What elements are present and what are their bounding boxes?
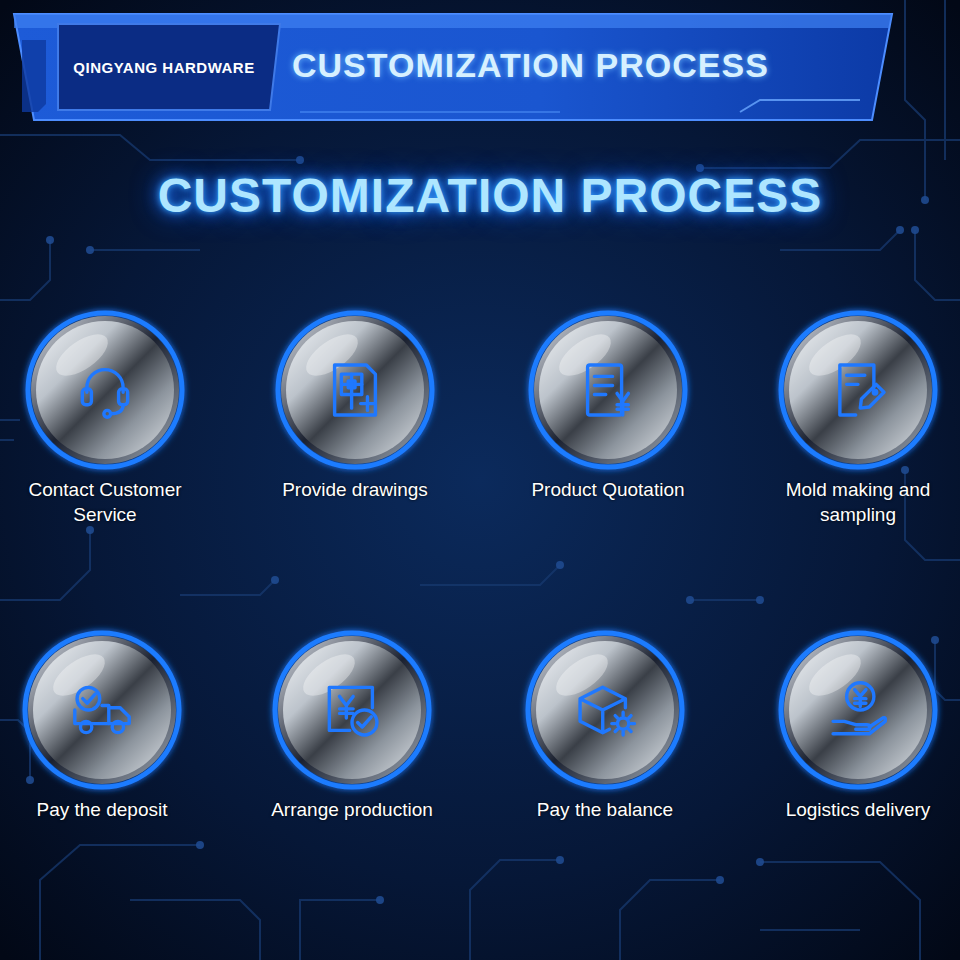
glow-ring <box>528 633 682 787</box>
metal-rim <box>281 316 429 464</box>
metal-face <box>286 321 424 459</box>
metal-rim <box>28 636 176 784</box>
glow-ring <box>531 313 685 467</box>
step-label: Provide drawings <box>265 475 445 506</box>
brand-name: QINGYANG HARDWARE <box>58 24 270 110</box>
step-circle <box>523 305 693 475</box>
glow-ring <box>781 313 935 467</box>
step-circle <box>520 625 690 795</box>
step-icon <box>833 683 885 734</box>
step-circle <box>270 305 440 475</box>
banner-heading: CUSTOMIZATION PROCESS <box>292 46 769 85</box>
step-label: Pay the balance <box>515 795 695 826</box>
metal-face <box>283 641 421 779</box>
metal-face <box>789 641 927 779</box>
step-label: Product Quotation <box>518 475 698 506</box>
step-label: Contact Customer Service <box>15 475 195 531</box>
flow-arrow <box>207 389 253 392</box>
process-step: Provide drawings <box>265 305 445 506</box>
flow-arrow <box>710 389 756 392</box>
metal-rim <box>278 636 426 784</box>
metal-rim <box>784 636 932 784</box>
glow-ring <box>278 313 432 467</box>
step-icon <box>335 365 376 415</box>
process-step: Logistics delivery <box>768 625 948 826</box>
metal-rim <box>534 316 682 464</box>
process-step: Contact Customer Service <box>15 305 195 531</box>
step-label: Logistics delivery <box>768 795 948 826</box>
step-icon <box>840 365 884 415</box>
circuit-pads <box>26 156 939 904</box>
metal-face <box>789 321 927 459</box>
step-icon <box>588 365 629 415</box>
step-circle <box>17 625 187 795</box>
header-banner <box>14 14 892 120</box>
process-step: Pay the deposit <box>12 625 192 826</box>
step-label: Pay the deposit <box>12 795 192 826</box>
metal-rim <box>784 316 932 464</box>
process-step: Mold making and sampling <box>768 305 948 531</box>
flow-arrow <box>857 543 860 613</box>
step-icon <box>580 687 634 735</box>
step-circle <box>20 305 190 475</box>
process-step: Arrange production <box>262 625 442 826</box>
glow-ring <box>275 633 429 787</box>
flow-arrow <box>454 709 503 712</box>
metal-face <box>536 641 674 779</box>
step-circle <box>267 625 437 795</box>
process-step: Product Quotation <box>518 305 698 506</box>
diagram-title: CUSTOMIZATION PROCESS <box>10 168 960 223</box>
flow-arrow <box>204 709 250 712</box>
flow-arrow <box>457 389 506 392</box>
glow-ring <box>25 633 179 787</box>
flow-arrow <box>707 709 756 712</box>
step-label: Mold making and sampling <box>768 475 948 531</box>
metal-face <box>539 321 677 459</box>
step-circle <box>773 305 943 475</box>
glow-ring <box>28 313 182 467</box>
step-icon <box>82 370 127 418</box>
highlight <box>49 326 114 383</box>
highlight <box>549 646 614 703</box>
step-icon <box>329 687 377 735</box>
process-step: Pay the balance <box>515 625 695 826</box>
glow-ring <box>781 633 935 787</box>
step-circle <box>773 625 943 795</box>
metal-rim <box>31 316 179 464</box>
step-icon <box>75 687 129 732</box>
metal-face <box>33 641 171 779</box>
metal-face <box>36 321 174 459</box>
metal-rim <box>531 636 679 784</box>
step-label: Arrange production <box>262 795 442 826</box>
